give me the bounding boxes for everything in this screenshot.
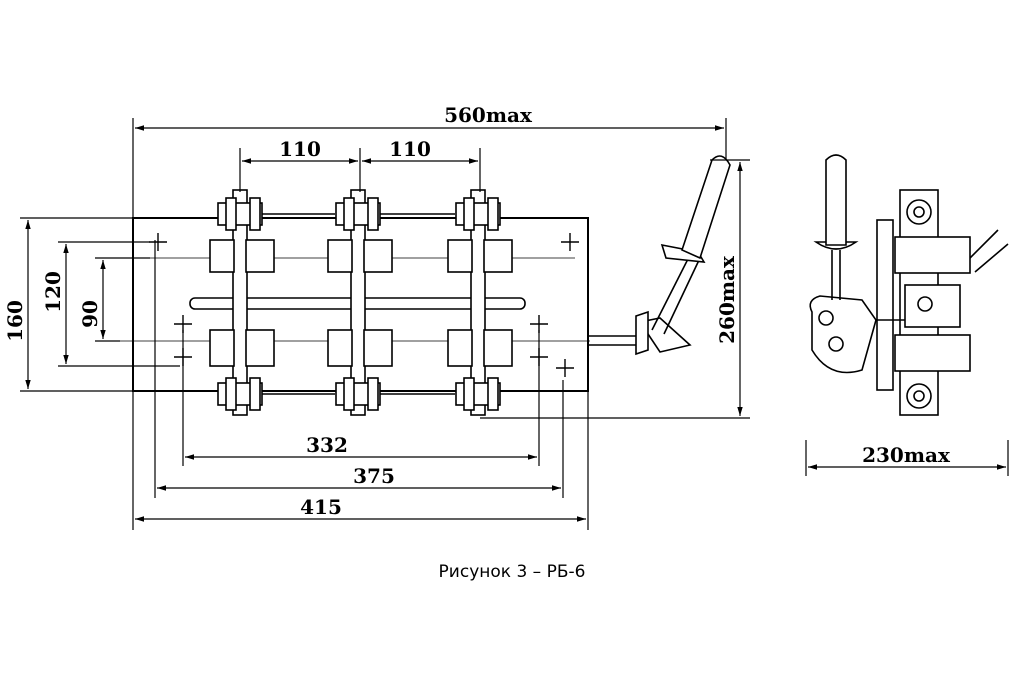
dim-label-260: 260max bbox=[715, 255, 739, 344]
dim-label-230: 230max bbox=[862, 443, 951, 467]
dim-label-110-left: 110 bbox=[279, 137, 321, 161]
dimension-labels: 560max 110 110 260max 160 120 90 332 375… bbox=[3, 103, 951, 519]
pole-right bbox=[447, 189, 513, 416]
dim-label-415: 415 bbox=[300, 495, 342, 519]
front-view bbox=[120, 155, 731, 416]
figure-caption: Рисунок 3 – РБ-6 bbox=[438, 562, 586, 582]
operating-handle bbox=[635, 155, 731, 356]
dim-label-90: 90 bbox=[78, 300, 102, 328]
dim-label-375: 375 bbox=[353, 464, 395, 488]
dim-label-160: 160 bbox=[3, 300, 27, 342]
dim-label-332: 332 bbox=[306, 433, 348, 457]
side-base-plate bbox=[876, 219, 894, 391]
pole-left bbox=[209, 189, 335, 416]
side-view bbox=[809, 154, 1009, 416]
dim-label-120: 120 bbox=[41, 271, 65, 313]
dimension-lines bbox=[20, 118, 1009, 530]
dim-label-110-right: 110 bbox=[389, 137, 431, 161]
dim-label-560: 560max bbox=[444, 103, 533, 127]
pole-middle bbox=[327, 189, 455, 416]
